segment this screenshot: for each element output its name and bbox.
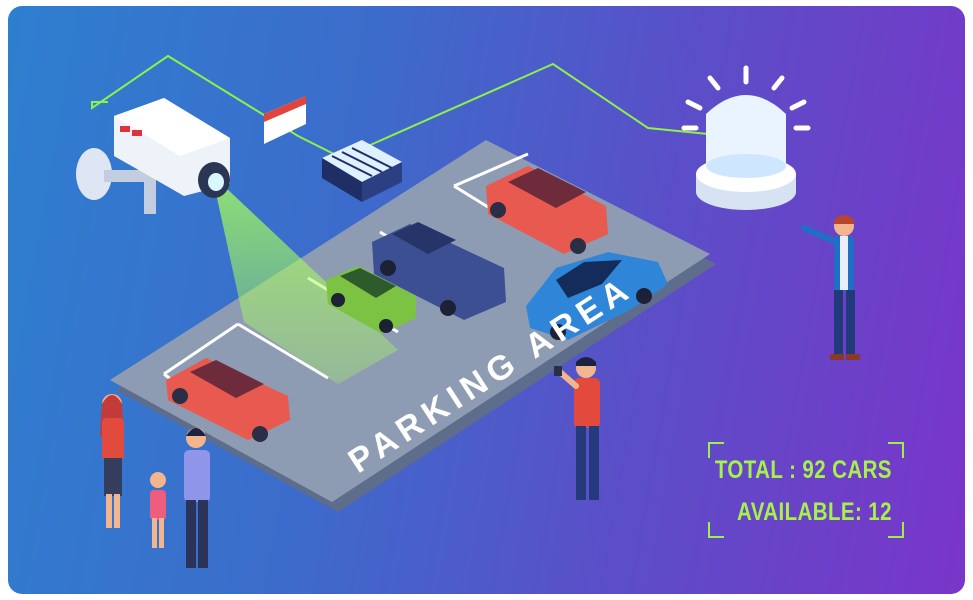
data-card-icon [264,96,306,144]
total-cars-text: TOTAL : 92 CARS [714,456,892,484]
parking-scene: PARKING AREA [76,54,860,568]
frame-corner [888,442,904,458]
network-wire [91,54,709,158]
green-car [326,266,416,334]
man-pointing [801,215,860,360]
network-hub-icon [322,140,402,202]
navy-pickup [372,222,506,320]
family-group [100,394,210,568]
frame-corner [888,522,904,538]
man-photographing [554,357,600,500]
red-car-top [486,166,608,254]
red-car-bottom [166,358,290,442]
alarm-light-icon [681,65,811,210]
available-spots-text: AVAILABLE: 12 [737,498,892,526]
car-counter-display: TOTAL : 92 CARS AVAILABLE: 12 [708,442,904,538]
cctv-camera [76,98,230,214]
blue-car [526,252,668,340]
camera-beam [214,184,398,384]
parking-illustration: PARKING AREA TOTAL : 92 CARS AVAILABLE: … [8,6,965,594]
frame-corner [708,522,724,538]
frame-corner [708,442,724,458]
